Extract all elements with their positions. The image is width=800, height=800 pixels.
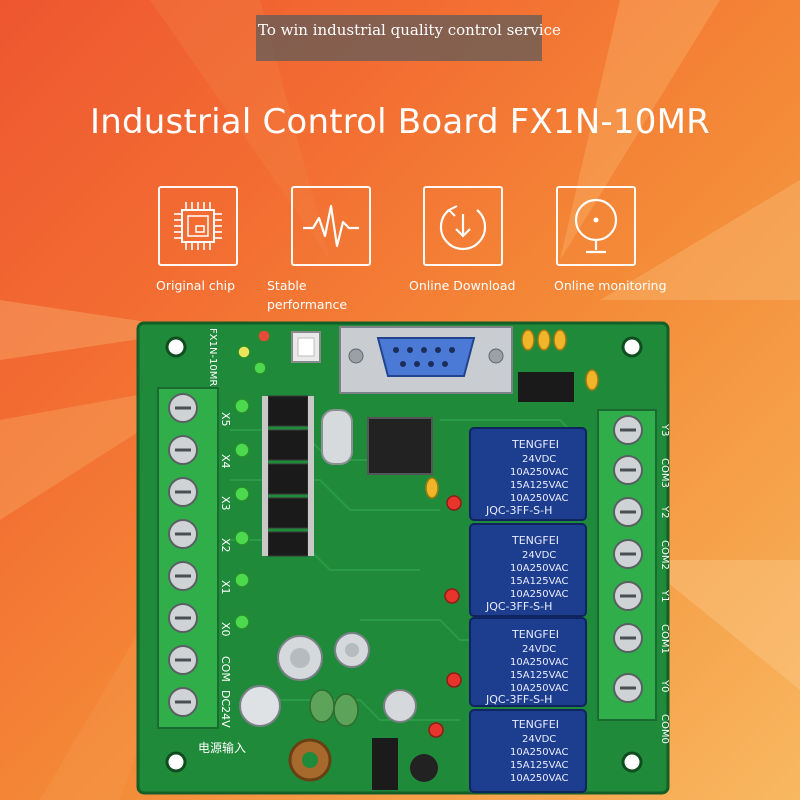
relay-1: TENGFEI 24VDC 10A250VAC 15A125VAC 10A250…: [469, 427, 587, 521]
film-capacitors: [309, 689, 359, 727]
board-model-print: FX1N-10MR: [207, 328, 218, 386]
feature-label-original-chip: Original chip: [156, 278, 236, 293]
microcontroller-chip: [367, 417, 433, 475]
optocoupler-chips: [267, 395, 309, 557]
svg-text:10A250VAC: 10A250VAC: [510, 589, 569, 600]
chip-icon: [158, 186, 238, 266]
feature-label-stable-performance: Stable performance: [267, 278, 348, 312]
svg-text:15A125VAC: 15A125VAC: [510, 576, 569, 587]
input-label-x2: X2: [219, 538, 232, 553]
feature-label-online-download: Online Download: [409, 278, 516, 293]
svg-text:10A250VAC: 10A250VAC: [510, 683, 569, 694]
output-terminal-screws: [613, 415, 643, 703]
electrolytic-capacitors: [239, 632, 417, 727]
slogan-text: To win industrial quality control servic…: [258, 21, 561, 39]
relay-4: TENGFEI 24VDC 10A250VAC 15A125VAC 10A250…: [469, 709, 587, 793]
svg-text:10A250VAC: 10A250VAC: [510, 657, 569, 668]
svg-text:10A250VAC: 10A250VAC: [510, 563, 569, 574]
output-label-com2: COM2: [659, 540, 670, 570]
toroid-inductor: [288, 738, 332, 782]
download-icon: [423, 186, 503, 266]
output-label-com1: COM1: [659, 624, 670, 654]
svg-text:10A250VAC: 10A250VAC: [510, 493, 569, 504]
relay-2: TENGFEI 24VDC 10A250VAC 15A125VAC 10A250…: [469, 523, 587, 617]
reset-button-part: [291, 331, 321, 363]
relay-3: TENGFEI 24VDC 10A250VAC 15A125VAC 10A250…: [469, 617, 587, 707]
input-label-com: COM: [219, 656, 232, 682]
power-input-label: 电源输入: [198, 740, 246, 755]
output-label-y3: Y3: [659, 423, 670, 436]
crystal-oscillator: [321, 409, 353, 465]
input-label-x1: X1: [219, 580, 232, 595]
voltage-regulator: [372, 738, 398, 790]
svg-text:TENGFEI: TENGFEI: [511, 628, 559, 641]
buzzer-part: [410, 754, 438, 782]
output-label-y0: Y0: [659, 679, 670, 692]
output-label-com3: COM3: [659, 458, 670, 488]
output-leds: [428, 495, 462, 738]
input-label-dc24v: DC24V: [219, 690, 232, 728]
output-label-y1: Y1: [659, 589, 670, 602]
input-label-x3: X3: [219, 496, 232, 511]
svg-text:15A125VAC: 15A125VAC: [510, 670, 569, 681]
db9-serial-port: [339, 326, 513, 394]
svg-text:TENGFEI: TENGFEI: [511, 718, 559, 731]
svg-text:24VDC: 24VDC: [522, 644, 556, 655]
svg-text:24VDC: 24VDC: [522, 550, 556, 561]
svg-text:TENGFEI: TENGFEI: [511, 534, 559, 547]
svg-text:24VDC: 24VDC: [522, 454, 556, 465]
driver-chip: [518, 372, 574, 402]
svg-text:10A250VAC: 10A250VAC: [510, 747, 569, 758]
ceramic-capacitors: [425, 329, 599, 499]
svg-text:JQC-3FF-S-H: JQC-3FF-S-H: [485, 600, 552, 613]
svg-text:10A250VAC: 10A250VAC: [510, 773, 569, 784]
input-label-x4: X4: [219, 454, 232, 469]
feature-label-online-monitoring: Online monitoring: [554, 278, 667, 293]
waveform-icon: [291, 186, 371, 266]
svg-text:JQC-3FF-S-H: JQC-3FF-S-H: [485, 504, 552, 517]
svg-text:24VDC: 24VDC: [522, 734, 556, 745]
slogan-banner: To win industrial quality control servic…: [256, 15, 561, 61]
input-terminal-screws: [168, 393, 198, 717]
input-label-x5: X5: [219, 412, 232, 427]
svg-text:10A250VAC: 10A250VAC: [510, 467, 569, 478]
output-label-com0: COM0: [659, 714, 670, 744]
product-title: Industrial Control Board FX1N-10MR: [90, 102, 710, 142]
input-label-x0: X0: [219, 622, 232, 637]
output-label-y2: Y2: [659, 505, 670, 518]
input-leds: [234, 329, 271, 630]
monitor-icon: [556, 186, 636, 266]
svg-text:TENGFEI: TENGFEI: [511, 438, 559, 451]
relays: TENGFEI 24VDC 10A250VAC 15A125VAC 10A250…: [469, 427, 587, 793]
svg-text:JQC-3FF-S-H: JQC-3FF-S-H: [485, 693, 552, 706]
svg-text:15A125VAC: 15A125VAC: [510, 760, 569, 771]
svg-text:15A125VAC: 15A125VAC: [510, 480, 569, 491]
